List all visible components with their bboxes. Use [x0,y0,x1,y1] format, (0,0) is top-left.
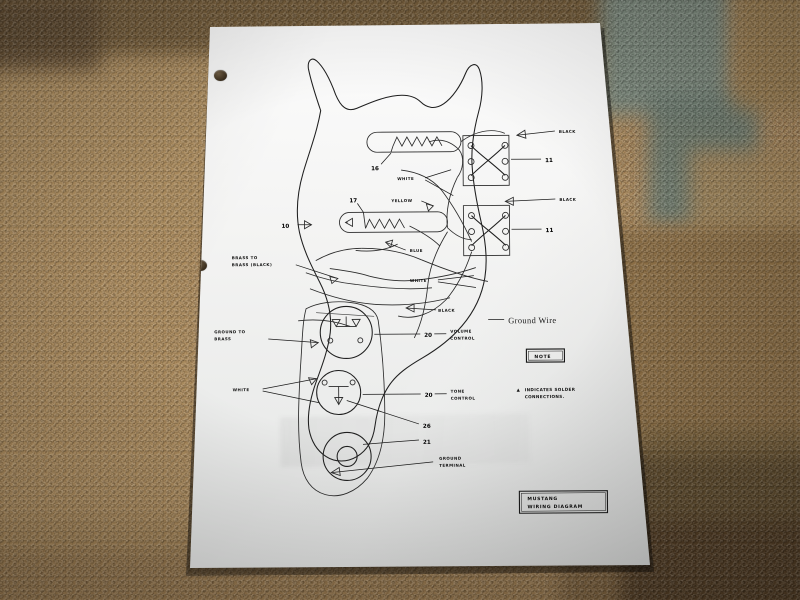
wire-label-white-upper: WHITE [397,176,414,181]
note-box-label: NOTE [534,354,551,360]
wire-label-white-lower: WHITE [233,387,250,392]
wire-label-blue: BLUE [410,248,423,253]
label-11-lower: 11 [546,228,554,234]
output-jack-21: 21 GROUND TERMINAL [322,431,466,481]
callout-ground-terminal-line1: GROUND [439,456,462,461]
callout-ground-terminal-line2: TERMINAL [439,463,466,468]
wire-label-yellow: YELLOW [390,198,412,203]
callout-volume-line2: CONTROL [450,336,475,341]
carpet-patch-olive [640,430,800,520]
title-box-line2: WIRING DIAGRAM [527,504,583,510]
wire-harness [298,130,506,339]
carpet-patch-left-warm [0,230,200,550]
tone-pot-20: 20 TONE CONTROL [316,369,476,416]
ground-wire-text: Ground Wire [508,316,556,325]
slide-switch-upper-11: 11 [462,134,553,187]
label-21: 21 [423,440,431,446]
note-marker: ▲ [517,387,521,392]
title-box: MUSTANG WIRING DIAGRAM [518,490,609,514]
wiring-diagram-sheet[interactable]: 16 17 [190,23,650,568]
hole-punch-top [214,70,227,81]
volume-pot-20: 20 VOLUME CONTROL [319,305,475,359]
wire-labels-group: 10 BLACK BLACK WHITE YELLOW [214,129,577,404]
note-text-line2: CONNECTIONS. [525,394,565,399]
label-20-volume: 20 [424,333,432,339]
note-text-line1: INDICATES SOLDER [525,387,576,392]
note-box: NOTE ▲ INDICATES SOLDER CONNECTIONS. [517,348,576,399]
carpet-patch-left-dark [0,0,100,70]
wire-label-black-center: BLACK [438,308,455,313]
wiring-diagram-artwork: 16 17 [190,23,650,568]
label-17: 17 [349,198,357,204]
bridge-pickup-17: 17 [339,198,448,233]
label-26: 26 [423,424,431,430]
label-20-tone: 20 [425,393,433,399]
capacitor-26: 26 [346,400,431,430]
control-plate [298,301,386,497]
neck-pickup-16: 16 [366,131,462,172]
slide-switch-lower-11: 11 [462,204,554,257]
wire-label-black-mid: BLACK [559,197,576,202]
wire-label-black-upper: BLACK [559,129,576,134]
pickguard-outline [296,58,487,462]
callout-tone-line2: CONTROL [451,396,476,401]
title-box-line1: MUSTANG [527,496,558,502]
ground-wire-callout: Ground Wire [488,316,557,325]
label-16: 16 [371,166,379,172]
wire-label-white-center: WHITE [410,278,427,283]
callout-brass-line1: BRASS TO [232,255,258,260]
callout-brass-line2: BRASS (BLACK) [232,262,272,267]
callout-ground-brass-line1: GROUND TO [214,329,245,334]
callout-tone-line1: TONE [451,389,465,394]
label-10: 10 [281,224,289,230]
callout-volume-line1: VOLUME [450,329,472,334]
carpet-patch-tan-far-right [735,0,800,110]
callout-ground-brass-line2: BRASS [214,336,231,341]
label-11-upper: 11 [545,158,553,164]
